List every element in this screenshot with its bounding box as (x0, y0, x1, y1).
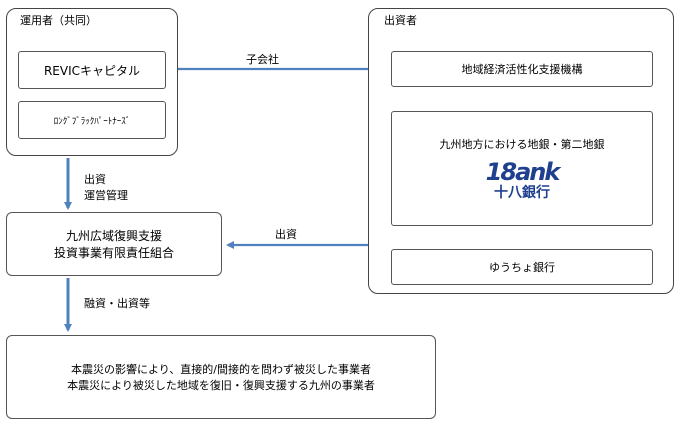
management-label-1: 出資 (84, 173, 106, 186)
regional-banks-box: 九州地方における地銀・第二地銀 18ank 十八銀行 (391, 111, 653, 226)
revic-organization-box: 地域経済活性化支援機構 (391, 51, 653, 87)
long-black-partners-box: ﾛﾝｸﾞﾌﾞﾗｯｸﾊﾟｰﾄﾅｰｽﾞ (18, 101, 166, 139)
revic-capital-label: REVICキャピタル (43, 63, 141, 78)
beneficiaries-line2: 本震災により被災した地域を復旧・復興支援する九州の事業者 (67, 379, 375, 392)
fund-box: 九州広域復興支援 投資事業有限責任組合 (6, 212, 222, 276)
long-black-partners-label: ﾛﾝｸﾞﾌﾞﾗｯｸﾊﾟｰﾄﾅｰｽﾞ (53, 116, 131, 127)
management-label-2: 運営管理 (84, 189, 128, 202)
investor-group-title: 出資者 (384, 14, 417, 27)
juhachi-logo-name: 十八銀行 (493, 184, 550, 201)
revic-capital-box: REVICキャピタル (18, 51, 166, 89)
beneficiaries-line1: 本震災の影響により、直接的/間接的を問わず被災した事業者 (70, 363, 372, 376)
yucho-bank-label: ゆうちょ銀行 (489, 261, 555, 274)
investment-label: 出資 (275, 228, 297, 241)
operator-group-title: 運用者（共同） (20, 14, 97, 27)
yucho-bank-box: ゆうちょ銀行 (391, 249, 653, 285)
fund-line2: 投資事業有限責任組合 (53, 246, 174, 260)
subsidiary-label: 子会社 (246, 53, 279, 66)
juhachi-logo-mark: 18ank (485, 157, 561, 186)
revic-organization-label: 地域経済活性化支援機構 (461, 63, 583, 76)
regional-banks-label: 九州地方における地銀・第二地銀 (439, 137, 605, 151)
beneficiaries-box: 本震災の影響により、直接的/間接的を問わず被災した事業者 本震災により被災した地… (6, 335, 436, 419)
financing-label: 融資・出資等 (84, 297, 150, 310)
juhachi-bank-logo: 18ank 十八銀行 (485, 157, 561, 202)
fund-line1: 九州広域復興支援 (65, 229, 162, 243)
